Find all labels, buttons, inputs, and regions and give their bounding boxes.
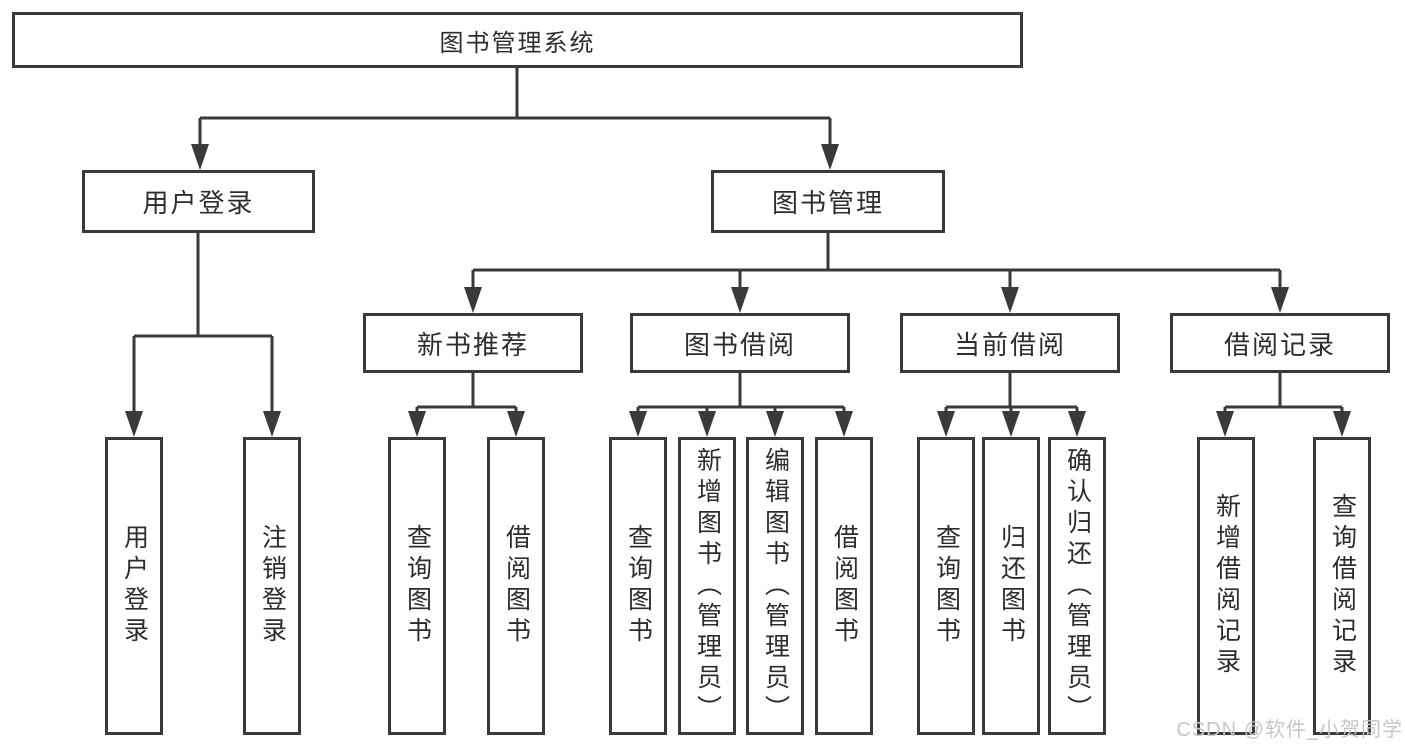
node-borrow-query-books: 查询图书	[609, 437, 667, 735]
node-borrow-edit-books-admin: 编辑图书（管理员）	[746, 437, 804, 735]
node-label: 注销登录	[258, 524, 287, 648]
node-current-query-books: 查询图书	[917, 437, 975, 735]
node-current-return-books: 归还图书	[982, 437, 1040, 735]
node-label: 查询图书	[932, 524, 961, 648]
arrowhead-icon	[1001, 287, 1019, 313]
connector-book-borrow-branch	[636, 373, 846, 418]
arrowhead-icon	[835, 411, 853, 437]
csdn-watermark: CSDN @软件_小贺同学	[1176, 719, 1403, 741]
node-user-login: 用户登录	[82, 170, 315, 233]
connector-user-login-branch	[132, 233, 274, 418]
arrowhead-icon	[507, 411, 525, 437]
node-label: 查询图书	[624, 524, 653, 648]
arrowhead-icon	[766, 411, 784, 437]
node-label: 查询借阅记录	[1328, 493, 1357, 679]
node-record-query-borrow-record: 查询借阅记录	[1313, 437, 1371, 735]
arrowhead-icon	[1216, 411, 1234, 437]
arrowhead-icon	[1333, 411, 1351, 437]
node-new-book-recommendation: 新书推荐	[363, 313, 583, 373]
node-label: 新增借阅记录	[1212, 493, 1241, 679]
node-label: 图书管理	[771, 188, 884, 218]
connector-book-mgmt-branch	[471, 233, 1282, 294]
arrowhead-icon	[464, 287, 482, 313]
arrowhead-icon	[125, 411, 143, 437]
node-label: 编辑图书（管理员）	[761, 446, 790, 726]
arrowhead-icon	[1002, 411, 1020, 437]
node-recommend-borrow-books: 借阅图书	[487, 437, 545, 735]
node-current-borrowing: 当前借阅	[900, 313, 1120, 373]
connector-new-book-branch	[415, 373, 518, 418]
node-label: 用户登录	[120, 524, 149, 648]
node-borrow-add-books-admin: 新增图书（管理员）	[678, 437, 736, 735]
arrowhead-icon	[731, 287, 749, 313]
node-label: 归还图书	[997, 524, 1026, 648]
connector-root-to-level2	[198, 68, 832, 152]
node-borrow-borrow-books: 借阅图书	[815, 437, 873, 735]
node-label: 借阅图书	[502, 524, 531, 648]
arrowhead-icon	[263, 411, 281, 437]
node-label: 图书管理系统	[439, 29, 596, 57]
arrowhead-icon	[937, 411, 955, 437]
node-label: 用户登录	[142, 188, 255, 218]
arrowhead-icon	[821, 144, 839, 170]
node-current-confirm-return-admin: 确认归还（管理员）	[1048, 437, 1106, 735]
node-recommend-query-books: 查询图书	[388, 437, 446, 735]
node-user-login-action: 用户登录	[105, 437, 163, 735]
arrowhead-icon	[408, 411, 426, 437]
node-label: 借阅记录	[1223, 329, 1336, 360]
node-label: 新书推荐	[416, 329, 529, 360]
node-label: 借阅图书	[830, 524, 859, 648]
node-label: 图书借阅	[683, 329, 796, 360]
node-logout-action: 注销登录	[243, 437, 301, 735]
node-label: 查询图书	[403, 524, 432, 648]
node-label: 确认归还（管理员）	[1063, 446, 1092, 726]
node-book-borrowing: 图书借阅	[630, 313, 850, 373]
connector-borrow-record-branch	[1223, 373, 1344, 418]
node-label: 新增图书（管理员）	[693, 446, 722, 726]
arrowhead-icon	[1271, 287, 1289, 313]
node-book-management: 图书管理	[711, 170, 945, 233]
arrowhead-icon	[698, 411, 716, 437]
node-borrowing-records: 借阅记录	[1170, 313, 1390, 373]
arrowhead-icon	[629, 411, 647, 437]
node-library-management-system: 图书管理系统	[12, 12, 1023, 68]
arrowhead-icon	[191, 144, 209, 170]
node-record-add-borrow-record: 新增借阅记录	[1197, 437, 1255, 735]
arrowhead-icon	[1068, 411, 1086, 437]
node-label: 当前借阅	[953, 329, 1066, 360]
